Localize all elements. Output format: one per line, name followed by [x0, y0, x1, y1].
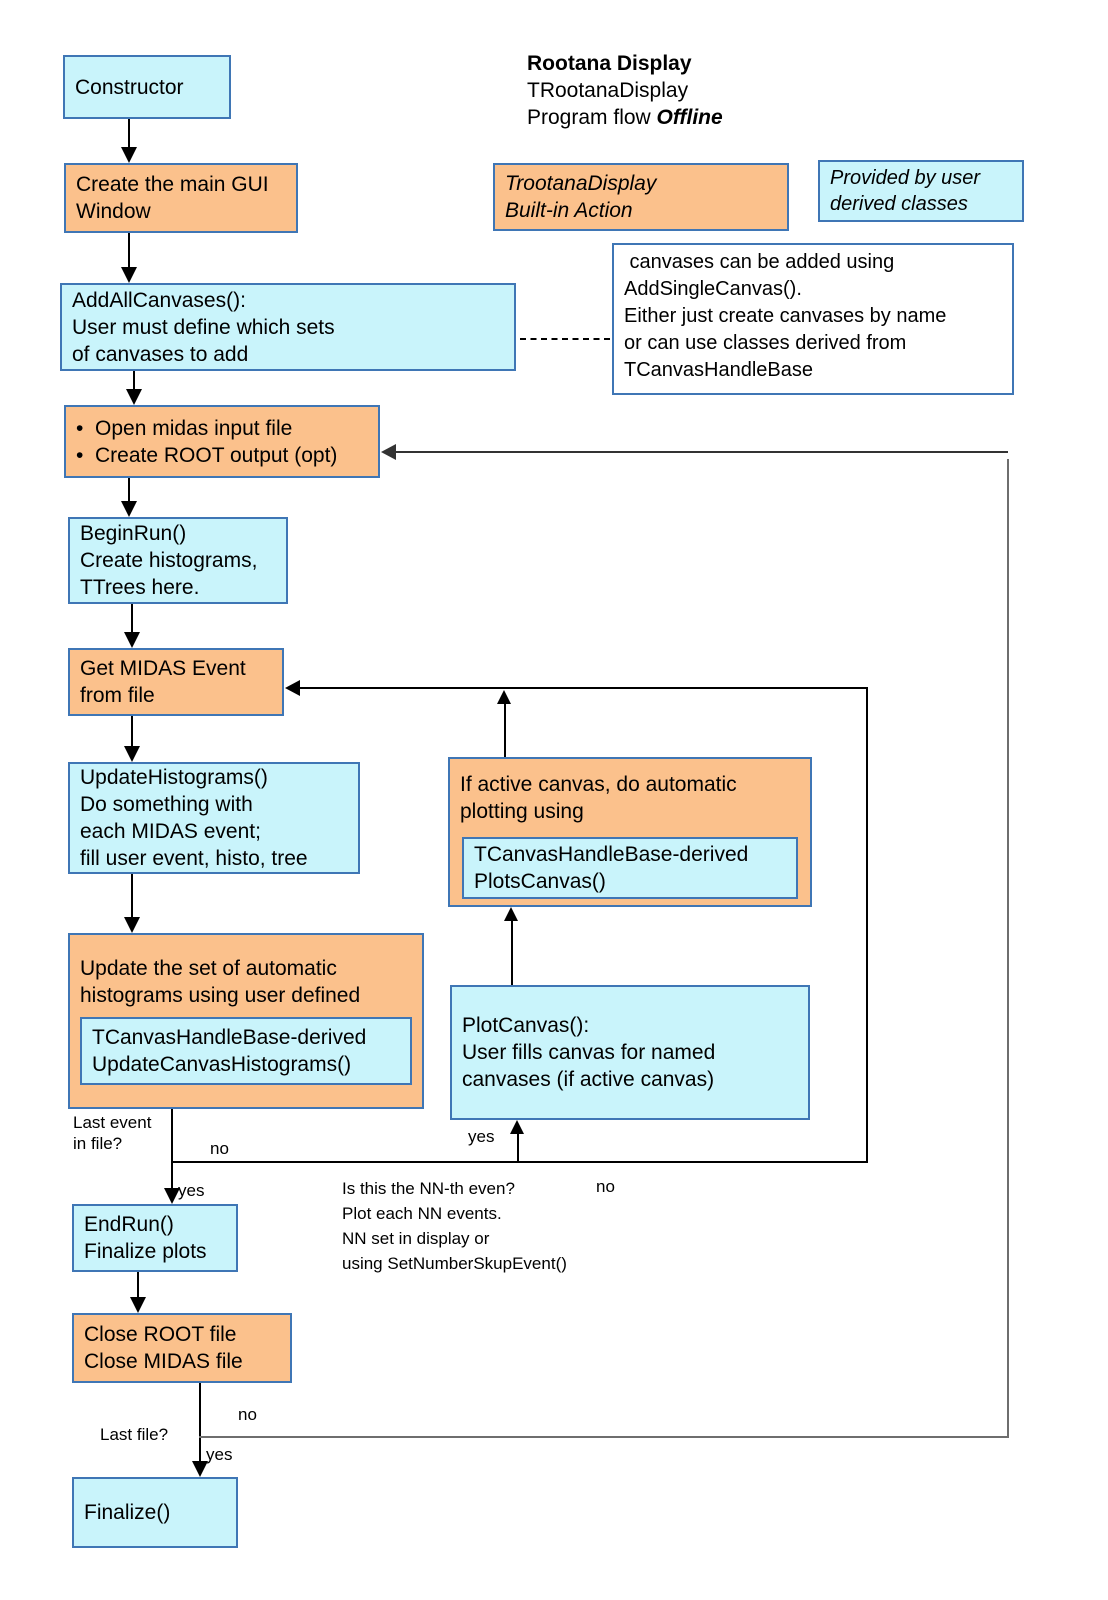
arrowhead-getevent [124, 632, 140, 648]
node-update-canvas-histograms-label: TCanvasHandleBase-derived UpdateCanvasHi… [92, 1026, 367, 1076]
node-finalize-label: Finalize() [84, 1501, 171, 1524]
arrowhead-updatehist [124, 746, 140, 762]
arrowhead-yes-plotcanvas [510, 1120, 524, 1134]
note-add-single-canvas: canvases can be added using AddSingleCan… [612, 243, 1014, 395]
node-constructor: Constructor [63, 55, 231, 119]
node-open-midas-file: • Open midas input file • Create ROOT ou… [64, 405, 380, 478]
arrowhead-create-gui [121, 147, 137, 163]
node-close-files: Close ROOT file Close MIDAS file [72, 1313, 292, 1383]
title-flow-prefix: Program flow [527, 106, 657, 129]
connector-yes-to-plotcanvas [517, 1132, 519, 1163]
connector-updateset-to-endrun [171, 1109, 173, 1198]
legend-user-provided: Provided by user derived classes [818, 160, 1024, 222]
connector-lastfile-no-line [199, 1436, 1009, 1438]
arrowhead-ifactive-up [497, 690, 511, 704]
connector-event-loop-vertical [866, 688, 868, 1163]
arrowhead-finalize [192, 1461, 208, 1477]
connector-return-to-open [396, 451, 1008, 453]
connector-dashed-note [520, 338, 610, 340]
note-nn-event: Is this the NN-th even? Plot each NN eve… [342, 1179, 567, 1273]
node-end-run-label: EndRun() Finalize plots [84, 1213, 207, 1263]
arrowhead-endrun [164, 1188, 180, 1204]
title-subheading: TRootanaDisplay [527, 79, 689, 102]
arrowhead-updateset [124, 917, 140, 933]
node-update-histograms: UpdateHistograms() Do something with eac… [68, 762, 360, 874]
connector-return-to-getevent [300, 687, 868, 689]
label-last-event-question: Last event in file? [73, 1113, 152, 1153]
node-plots-canvas-label: TCanvasHandleBase-derived PlotsCanvas() [474, 843, 749, 893]
title-flow-mode: Offline [656, 106, 723, 129]
label-plot-no: no [596, 1177, 615, 1196]
label-last-file-no: no [238, 1405, 257, 1424]
label-last-file-yes: yes [206, 1445, 233, 1464]
diagram-title: Rootana Display TRootanaDisplay Program … [527, 50, 723, 131]
arrowhead-plotcanvas-up [504, 907, 518, 921]
node-add-all-canvases-label: AddAllCanvases(): User must define which… [72, 288, 335, 366]
node-get-midas-event: Get MIDAS Event from file [68, 648, 284, 716]
label-last-event-yes: yes [178, 1181, 205, 1200]
arrowhead-beginrun [121, 501, 137, 517]
node-plots-canvas: TCanvasHandleBase-derived PlotsCanvas() [462, 837, 798, 899]
legend-user-provided-label: Provided by user derived classes [830, 167, 981, 215]
node-update-set-histograms-label: Update the set of automatic histograms u… [80, 957, 361, 1007]
node-close-files-label: Close ROOT file Close MIDAS file [84, 1323, 243, 1373]
node-begin-run: BeginRun() Create histograms, TTrees her… [68, 517, 288, 604]
arrowhead-addall [121, 267, 137, 283]
arrowhead-close [130, 1297, 146, 1313]
connector-create-gui-to-addall [128, 233, 130, 277]
connector-updatehist-to-updateset [131, 874, 133, 927]
label-last-event-no: no [210, 1139, 229, 1158]
connector-close-to-finalize [199, 1383, 201, 1471]
legend-builtin-action: TrootanaDisplay Built-in Action [493, 163, 789, 231]
connector-file-loop-vertical [1007, 459, 1009, 1438]
connector-plotcanvas-to-ifactive [511, 919, 513, 985]
title-flow-line: Program flow Offline [527, 104, 723, 131]
legend-builtin-action-label: TrootanaDisplay Built-in Action [505, 172, 657, 222]
node-update-histograms-label: UpdateHistograms() Do something with eac… [80, 766, 308, 870]
connector-ifactive-to-return [504, 702, 506, 757]
node-plot-canvas: PlotCanvas(): User fills canvas for name… [450, 985, 810, 1120]
connector-constructor-to-create-gui [128, 119, 130, 157]
node-add-all-canvases: AddAllCanvases(): User must define which… [60, 283, 516, 371]
node-update-canvas-histograms: TCanvasHandleBase-derived UpdateCanvasHi… [80, 1017, 412, 1085]
node-open-midas-file-label: • Open midas input file • Create ROOT ou… [76, 416, 338, 467]
node-begin-run-label: BeginRun() Create histograms, TTrees her… [80, 522, 258, 599]
connector-getevent-to-updatehist [131, 716, 133, 756]
node-create-gui-window-label: Create the main GUI Window [76, 173, 269, 223]
node-finalize: Finalize() [72, 1477, 238, 1548]
arrowhead-open [126, 389, 142, 405]
arrowhead-return-open [381, 444, 396, 460]
label-last-file-question: Last file? [100, 1425, 169, 1444]
arrowhead-return-getevent [285, 680, 300, 696]
node-if-active-canvas-label: If active canvas, do automatic plotting … [460, 773, 737, 823]
connector-lastevent-no-line [171, 1161, 868, 1163]
label-plot-yes: yes [468, 1127, 495, 1146]
connector-open-to-beginrun [128, 478, 130, 511]
node-create-gui-window: Create the main GUI Window [64, 163, 298, 233]
connector-addall-to-open [133, 371, 135, 399]
connector-endrun-to-close [137, 1272, 139, 1307]
connector-beginrun-to-getevent [131, 604, 133, 642]
title-heading: Rootana Display [527, 52, 692, 75]
node-get-midas-event-label: Get MIDAS Event from file [80, 657, 246, 707]
note-add-single-canvas-text: canvases can be added using AddSingleCan… [624, 251, 947, 381]
node-end-run: EndRun() Finalize plots [72, 1204, 238, 1272]
node-constructor-label: Constructor [75, 75, 184, 99]
node-plot-canvas-label: PlotCanvas(): User fills canvas for name… [462, 1014, 716, 1091]
